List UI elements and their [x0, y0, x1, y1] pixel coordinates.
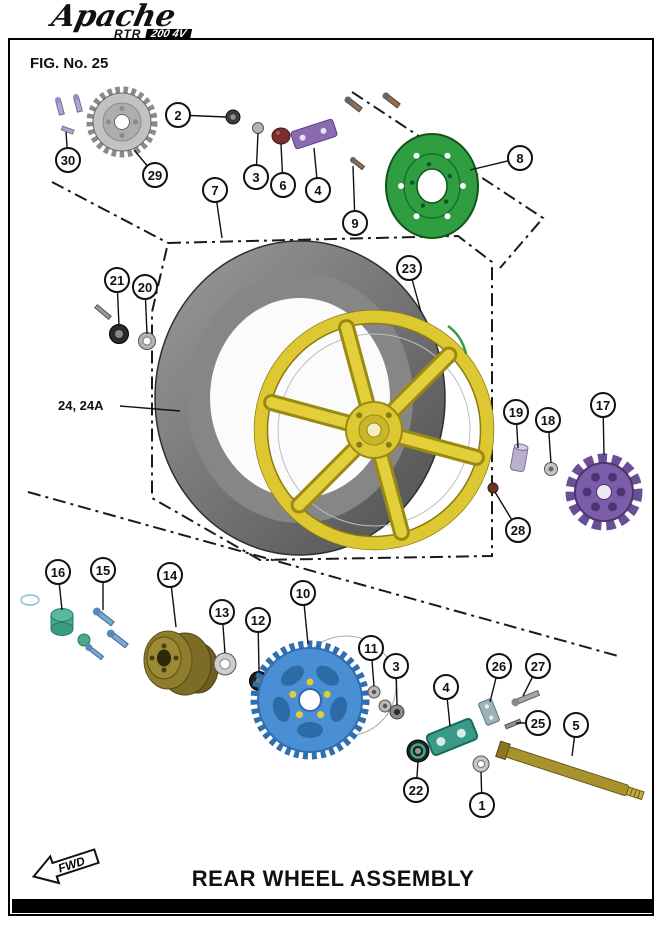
- part-6-cap: [271, 127, 291, 145]
- callout-5: 5: [563, 712, 589, 738]
- callout-18: 18: [535, 407, 561, 433]
- callout-30: 30: [55, 147, 81, 173]
- callout-22: 22: [403, 777, 429, 803]
- callout-23: 23: [396, 255, 422, 281]
- tire-label-leader: [119, 405, 181, 412]
- callout-1: 1: [469, 792, 495, 818]
- part-28-washer: [487, 482, 499, 494]
- callout-17: 17: [590, 392, 616, 418]
- callout-16: 16: [45, 559, 71, 585]
- callout-27: 27: [525, 653, 551, 679]
- callout-14: 14: [157, 562, 183, 588]
- callout-3: 3: [383, 653, 409, 679]
- fwd-arrow: FWD: [31, 848, 100, 885]
- brand-variant-badge: 200 4V: [145, 28, 193, 40]
- part-3b-washer: [389, 704, 405, 720]
- part-2-nut: [225, 109, 241, 125]
- part-14-hub: [143, 630, 219, 696]
- callout-29: 29: [142, 162, 168, 188]
- part-19-bush: [509, 443, 529, 473]
- callout-6: 6: [270, 172, 296, 198]
- part-20-nut: [138, 332, 156, 350]
- callout-11: 11: [358, 635, 384, 661]
- part-22-washer: [406, 739, 430, 763]
- callout-8: 8: [507, 145, 533, 171]
- oring-outline: [20, 594, 40, 606]
- part-26-plate: [478, 698, 500, 726]
- callout-15: 15: [90, 557, 116, 583]
- part-16-spacer-bush: [50, 608, 91, 647]
- rim-spokes: [266, 322, 482, 538]
- callout-7: 7: [202, 177, 228, 203]
- part-10-chain-sprocket: [250, 635, 397, 760]
- callout-13: 13: [209, 599, 235, 625]
- part-30-bolts: [54, 94, 83, 135]
- callout-2: 2: [165, 102, 191, 128]
- part-25-adjuster-bolt: [504, 718, 522, 730]
- brand-logo: Apache RTR 200 4V: [48, 0, 193, 41]
- callout-28: 28: [505, 517, 531, 543]
- part-9-bolts: [344, 92, 401, 171]
- part-1-washer: [472, 755, 490, 773]
- callout-9: 9: [342, 210, 368, 236]
- brand-model: RTR: [114, 27, 142, 41]
- rim-green-mark: [447, 324, 468, 355]
- callout-19: 19: [503, 399, 529, 425]
- callout-10: 10: [290, 580, 316, 606]
- part-13-washer: [213, 652, 237, 676]
- part-11-washers: [367, 685, 392, 713]
- part-21-spacer: [94, 303, 129, 344]
- part-4b-bracket: [425, 718, 479, 756]
- part-17-cush-drive: [565, 453, 643, 531]
- callout-21: 21: [104, 267, 130, 293]
- callout-20: 20: [132, 274, 158, 300]
- part-3-washer: [252, 122, 264, 134]
- part-18-nut: [544, 462, 558, 476]
- part-5-axle: [495, 740, 645, 801]
- figure-number: FIG. No. 25: [30, 55, 109, 72]
- part-29-gear: [86, 86, 158, 158]
- part-4-bracket: [290, 118, 338, 150]
- callout-4: 4: [433, 674, 459, 700]
- callout-4: 4: [305, 177, 331, 203]
- bottom-bar: [12, 899, 654, 913]
- part-27-bolt: [511, 689, 541, 707]
- diagram-title: REAR WHEEL ASSEMBLY: [191, 866, 475, 891]
- callout-25: 25: [525, 710, 551, 736]
- callout-3: 3: [243, 164, 269, 190]
- part-23-wheel-rim: [253, 309, 495, 551]
- callout-26: 26: [486, 653, 512, 679]
- tire-part-label: 24, 24A: [58, 398, 104, 413]
- part-15-bolts: [85, 607, 129, 661]
- callout-12: 12: [245, 607, 271, 633]
- part-8-brake-disc: [385, 133, 479, 239]
